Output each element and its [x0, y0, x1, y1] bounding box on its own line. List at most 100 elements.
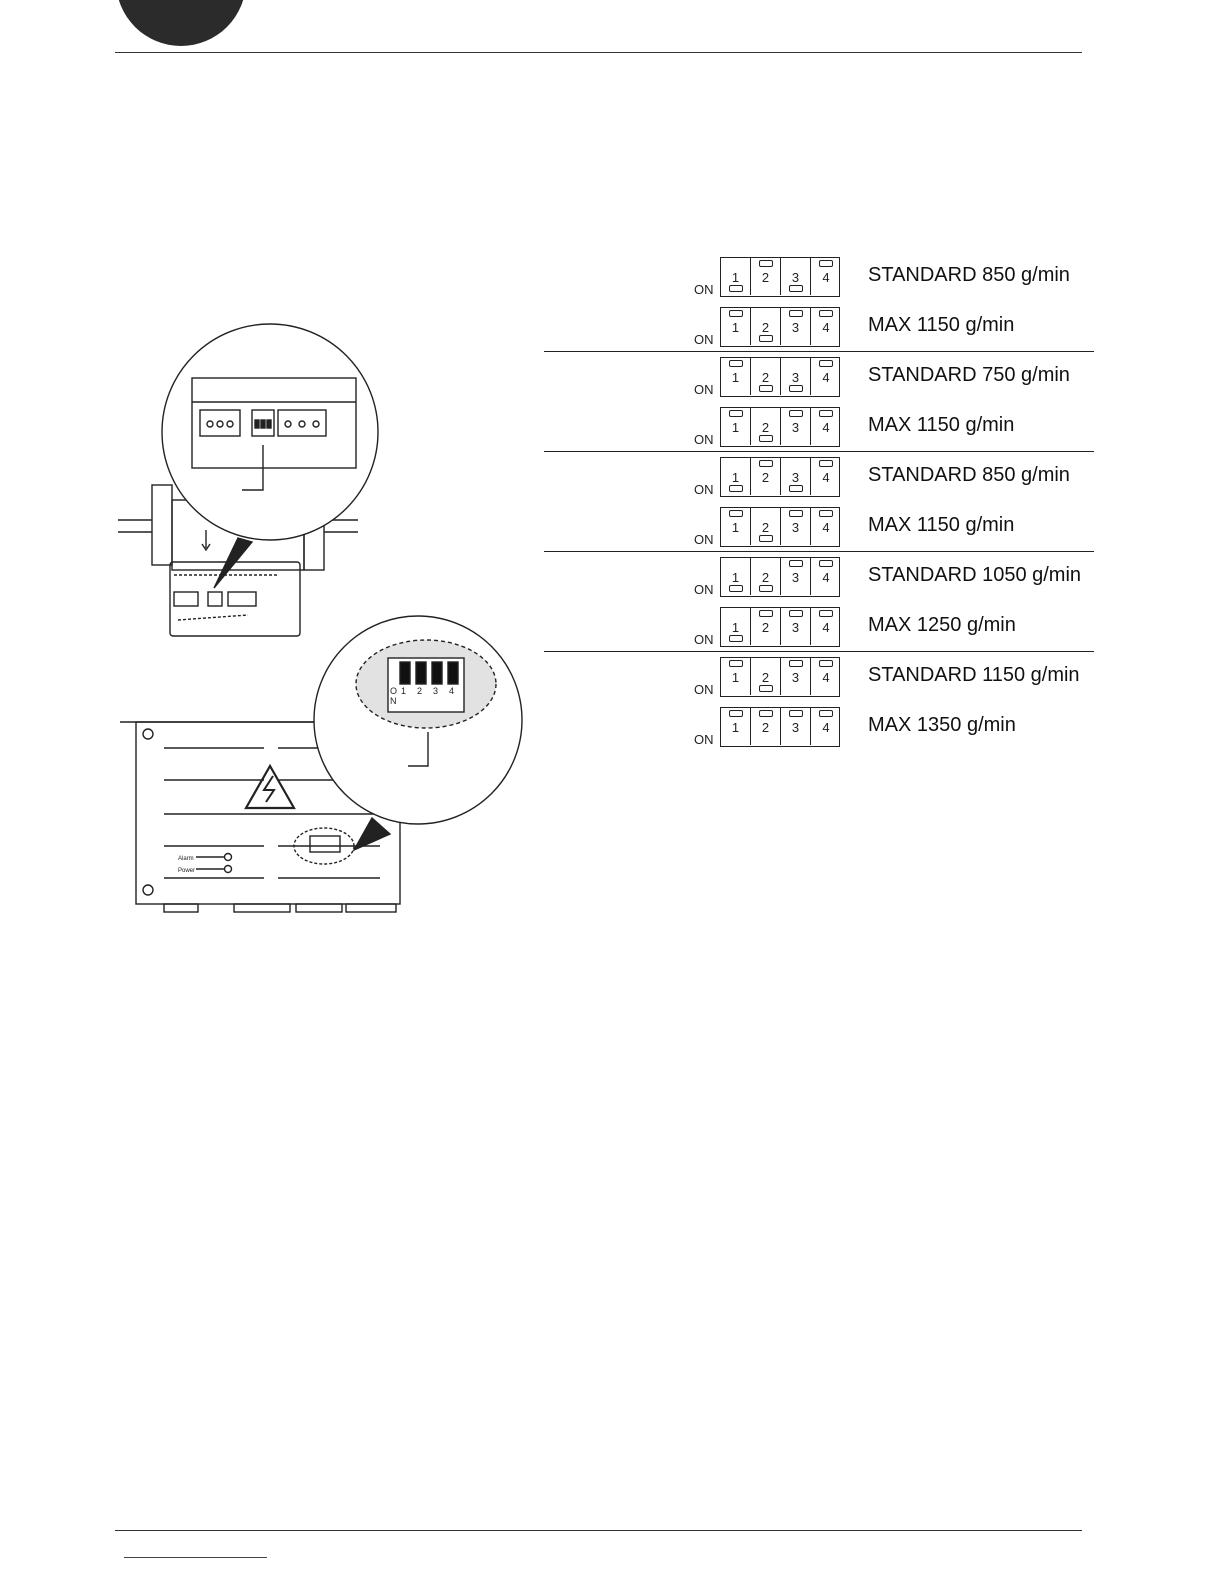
dip-lever-on-icon — [789, 485, 803, 492]
on-label: ON — [694, 382, 714, 397]
dip-lever-off-icon — [789, 560, 803, 567]
dip-lever-off-icon — [819, 560, 833, 567]
dip-switch-position: 1 — [721, 458, 751, 495]
dip-lever-off-icon — [759, 260, 773, 267]
dip-switch-number: 4 — [822, 470, 830, 485]
dip-lever-off-icon — [789, 710, 803, 717]
dip-switch-number: 1 — [731, 620, 740, 635]
dip-switch-position: 3 — [781, 508, 811, 545]
dip-switch-number: 3 — [791, 420, 800, 435]
dip-lever-on-icon — [729, 585, 743, 592]
dip-lever-off-icon — [819, 310, 833, 317]
group-separator — [544, 551, 1094, 552]
dip-lever-on-icon — [789, 285, 803, 292]
dip-switch-position: 3 — [781, 358, 811, 395]
motor-flange-left — [151, 484, 173, 566]
dip-switch-position: 4 — [811, 558, 841, 595]
dip-lever-off-icon — [729, 660, 743, 667]
on-label: ON — [694, 432, 714, 447]
dip-switch-number: 3 — [791, 270, 800, 285]
dip-switch-number: 3 — [791, 520, 800, 535]
warning-triangle-icon — [244, 763, 296, 810]
dip-lever-off-icon — [729, 510, 743, 517]
controller-illustration: Alarm Power O N 1 2 3 4 — [118, 323, 523, 913]
dip-switch-position: 4 — [811, 408, 841, 445]
mode-label: MAX 1250 g/min — [868, 614, 1016, 636]
mode-label: STANDARD 750 g/min — [868, 364, 1070, 386]
dip-lever-off-icon — [819, 710, 833, 717]
zoom-pointer-top — [213, 537, 254, 589]
alarm-led-label: Alarm — [178, 856, 194, 862]
dip-switch-number: 4 — [822, 720, 830, 735]
alarm-led-icon — [223, 852, 233, 862]
dip-switch-number: 3 — [791, 370, 800, 385]
dip-switch-position: 1 — [721, 408, 751, 445]
dip-lever-off-icon — [789, 510, 803, 517]
zoom-dip-number: 4 — [449, 686, 454, 696]
dip-switch-position: 1 — [721, 708, 751, 745]
dip-switch-position: 2 — [751, 558, 781, 595]
power-led-icon — [223, 864, 233, 874]
dip-switch-number: 3 — [791, 720, 800, 735]
dip-switch-position: 4 — [811, 458, 841, 495]
mode-label: MAX 1150 g/min — [868, 314, 1015, 336]
dip-switch-number: 1 — [731, 470, 740, 485]
dip-switch-position: 2 — [751, 658, 781, 695]
dip-lever-off-icon — [789, 410, 803, 417]
dip-switch-position: 1 — [721, 558, 751, 595]
mode-label: MAX 1350 g/min — [868, 714, 1016, 736]
dip-switch-position: 4 — [811, 658, 841, 695]
dip-switch-position: 4 — [811, 508, 841, 545]
dip-switch-position: 4 — [811, 258, 841, 295]
dip-lever-off-icon — [819, 660, 833, 667]
dip-switch-number: 4 — [822, 420, 830, 435]
mode-label: STANDARD 1150 g/min — [868, 664, 1080, 686]
dip-switch-number: 2 — [761, 720, 770, 735]
zoom-dip-number: 3 — [433, 686, 438, 696]
callout-line-top — [242, 445, 264, 491]
dip-switch-number: 2 — [761, 570, 770, 585]
dip-switch-position: 3 — [781, 708, 811, 745]
dip-lever-off-icon — [789, 660, 803, 667]
zoom-on-label: O — [390, 686, 397, 696]
dip-switch-position: 1 — [721, 508, 751, 545]
dip-switch-number: 4 — [822, 370, 830, 385]
dip-switch-position: 2 — [751, 408, 781, 445]
on-label: ON — [694, 282, 714, 297]
dip-lever-off-icon — [819, 360, 833, 367]
dip-lever-off-icon — [819, 410, 833, 417]
dip-lever-on-icon — [729, 485, 743, 492]
dip-switch-number: 1 — [731, 720, 740, 735]
dip-switch-position: 4 — [811, 308, 841, 345]
dip-switch-position: 1 — [721, 308, 751, 345]
dip-switch-position: 3 — [781, 308, 811, 345]
dip-switch-position: 2 — [751, 308, 781, 345]
footer-rule — [115, 1530, 1082, 1531]
dip-switch-number: 1 — [731, 320, 740, 335]
dip-switch-number: 4 — [822, 620, 830, 635]
dip-switch: 1 2 3 4 — [720, 707, 840, 747]
dip-switch-number: 2 — [761, 620, 770, 635]
dip-switch-position: 3 — [781, 558, 811, 595]
dip-switch-number: 4 — [822, 270, 830, 285]
dip-lever-on-icon — [759, 685, 773, 692]
dip-lever-on-icon — [729, 635, 743, 642]
dip-switch-number: 1 — [731, 420, 740, 435]
dip-switch-position: 1 — [721, 658, 751, 695]
power-led-label: Power — [178, 868, 195, 874]
dip-switch-position: 2 — [751, 358, 781, 395]
dip-switch-number: 2 — [761, 670, 770, 685]
dip-switch-number: 4 — [822, 320, 830, 335]
dip-switch-position: 2 — [751, 258, 781, 295]
dip-switch-position: 1 — [721, 258, 751, 295]
